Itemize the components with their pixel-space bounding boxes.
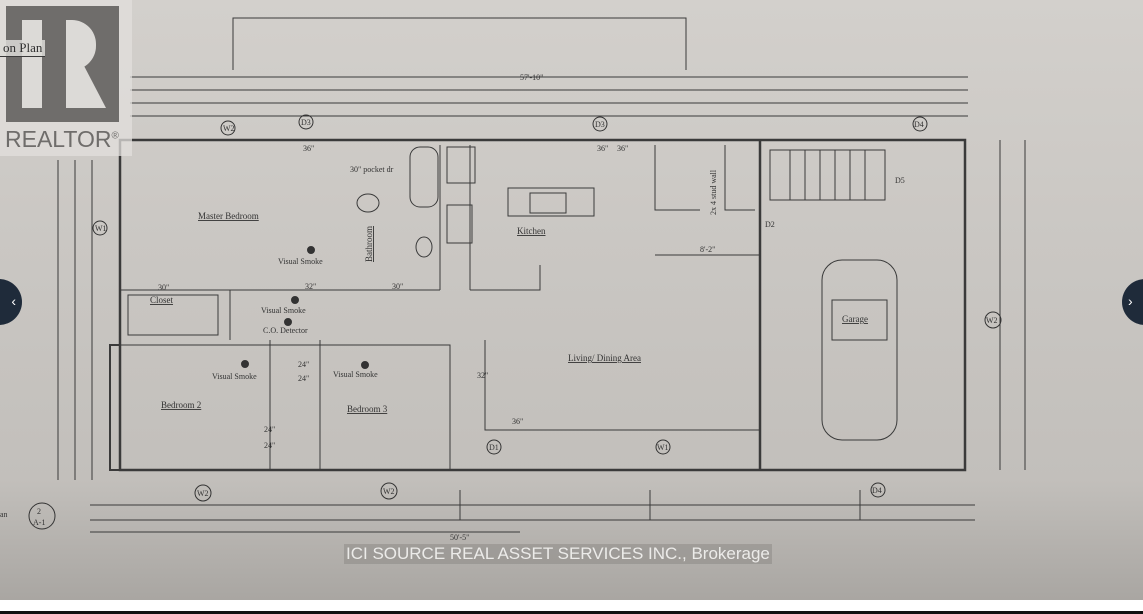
- window-tag: W2: [197, 489, 209, 498]
- room-label-bathroom: Bathroom: [364, 226, 374, 262]
- room-label-living-dining: Living/ Dining Area: [568, 353, 641, 363]
- door-dimension: 30": [392, 282, 403, 291]
- previous-photo-button[interactable]: ‹: [0, 279, 22, 325]
- door-dimension: 36": [597, 144, 608, 153]
- chevron-right-icon: ›: [1128, 293, 1133, 309]
- wall-note: 2x 4 stud wall: [709, 169, 718, 215]
- floor-plan-image: an 2 A-1 Master Bedroom Closet Bathroom …: [0, 17, 1026, 542]
- window-tag: W2: [223, 124, 235, 133]
- window-tag: W2: [383, 487, 395, 496]
- sheet-title: on Plan: [0, 40, 46, 57]
- room-label-bedroom-3: Bedroom 3: [347, 404, 388, 414]
- overall-dimension: 50'-5": [450, 533, 469, 542]
- smoke-note: Visual Smoke: [278, 257, 323, 266]
- realtor-logo-text: REALTOR: [5, 126, 112, 152]
- smoke-note: Visual Smoke: [333, 370, 378, 379]
- listing-photo-viewer: an 2 A-1 Master Bedroom Closet Bathroom …: [0, 0, 1143, 600]
- door-tag: D4: [872, 486, 882, 495]
- door-dimension: 24": [298, 360, 309, 369]
- divider: [0, 611, 1143, 614]
- door-dimension: 24": [298, 374, 309, 383]
- plan-tags: W2 D3 D3 D4 W1 D2 D5 W2 W2 W2 D1 W1 D4: [95, 118, 998, 498]
- room-label-garage: Garage: [842, 314, 868, 324]
- door-dimension: 36": [617, 144, 628, 153]
- sheet-title-bottom: an: [0, 510, 8, 519]
- door-dimension: 30": [158, 283, 169, 292]
- door-dimension: 32": [477, 371, 488, 380]
- room-label-closet: Closet: [150, 295, 174, 305]
- door-tag: D3: [595, 120, 605, 129]
- overall-dimension: 57'-10": [520, 73, 543, 82]
- door-dimension: 24": [264, 441, 275, 450]
- door-tag: D3: [301, 118, 311, 127]
- room-label-kitchen: Kitchen: [517, 226, 546, 236]
- realtor-logo: REALTOR®: [0, 0, 132, 156]
- door-dimension: 24": [264, 425, 275, 434]
- room-label-bedroom-2: Bedroom 2: [161, 400, 201, 410]
- dimension: 8'-2": [700, 245, 715, 254]
- door-dimension: 36": [303, 144, 314, 153]
- brokerage-watermark: ICI SOURCE REAL ASSET SERVICES INC., Bro…: [344, 544, 772, 564]
- window-tag: W2: [986, 316, 998, 325]
- window-tag: W1: [95, 224, 107, 233]
- callout-number: 2: [37, 507, 41, 516]
- registered-mark: ®: [111, 130, 119, 142]
- door-tag: D1: [489, 443, 499, 452]
- smoke-note: Visual Smoke: [261, 306, 306, 315]
- door-dimension: 36": [512, 417, 523, 426]
- room-label-master-bedroom: Master Bedroom: [198, 211, 259, 221]
- door-dimension: 32": [305, 282, 316, 291]
- callout-sheet: A-1: [33, 518, 45, 527]
- next-photo-button[interactable]: ›: [1122, 279, 1143, 325]
- chevron-left-icon: ‹: [11, 293, 16, 309]
- co-detector-note: C.O. Detector: [263, 326, 308, 335]
- window-tag: W1: [657, 443, 669, 452]
- door-tag: D4: [914, 120, 924, 129]
- smoke-note: Visual Smoke: [212, 372, 257, 381]
- door-tag: D2: [765, 220, 775, 229]
- door-tag: D5: [895, 176, 905, 185]
- pocket-door-note: 30" pocket dr: [350, 165, 394, 174]
